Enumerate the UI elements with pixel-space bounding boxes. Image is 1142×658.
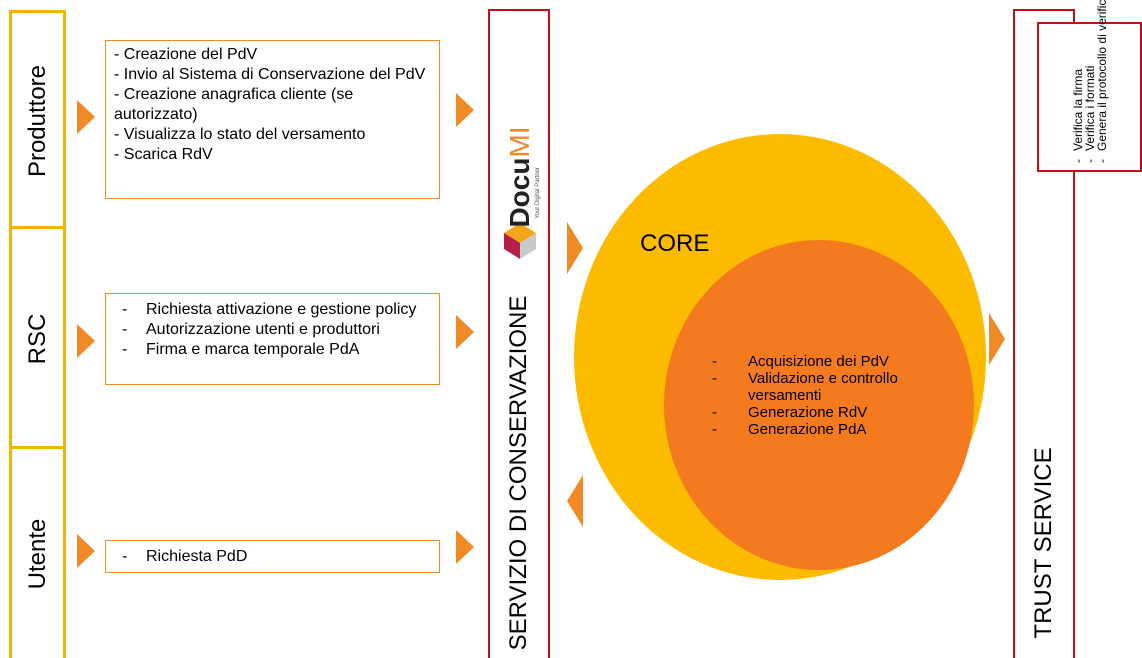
- rsc-activities-box: - Richiesta attivazione e gestione policy…: [105, 293, 440, 385]
- arrow-rsc-to-box: [77, 324, 95, 358]
- role-column-produttore: Produttore: [9, 10, 66, 228]
- trust-service-functions-box: -Verifica la firma -Verifica i formati -…: [1037, 0, 1142, 172]
- role-label-utente: Utente: [23, 518, 51, 589]
- arrow-rsc-to-conservazione: [456, 315, 474, 349]
- bullet-dash: -: [122, 548, 128, 565]
- produttore-activity: - Scarica RdV: [114, 146, 213, 163]
- documi-logo-main: Docu: [504, 157, 535, 228]
- role-column-rsc: RSC: [9, 226, 66, 448]
- bullet-dash: -: [1070, 159, 1085, 163]
- bullet-dash: -: [712, 370, 717, 387]
- trust-service-label: TRUST SERVICE: [1030, 447, 1057, 639]
- produttore-activity: - Creazione anagrafica cliente (se autor…: [114, 86, 354, 123]
- documi-tagline: Your Digital Partner: [535, 167, 541, 219]
- core-activity-text: Generazione RdV: [748, 404, 868, 421]
- bullet-dash: -: [1094, 159, 1109, 163]
- arrow-produttore-to-conservazione: [456, 93, 474, 127]
- core-activities-list: - Acquisizione dei PdV - Validazione e con…: [712, 353, 942, 438]
- arrow-conservazione-to-core: [567, 222, 583, 274]
- produttore-activity: - Visualizza lo stato del versamento: [114, 126, 366, 143]
- role-column-utente: Utente: [9, 446, 66, 658]
- core-inner-circle: - Acquisizione dei PdV - Validazione e con…: [664, 240, 974, 570]
- documi-logo-accent: MI: [504, 126, 535, 158]
- conservazione-column: SERVIZIO DI CONSERVAZIONE DocuMI Your Di…: [488, 9, 550, 658]
- core-activity-text: Generazione PdA: [748, 421, 867, 438]
- produttore-activities-box: - Creazione del PdV - Invio al Sistema d…: [105, 40, 440, 199]
- utente-activity: - Richiesta PdD: [110, 547, 435, 567]
- utente-activity-text: Richiesta PdD: [146, 548, 248, 565]
- core-activity-text: Acquisizione dei PdV: [748, 353, 889, 370]
- bullet-dash: -: [712, 404, 717, 421]
- trust-function: -Verifica la firma: [1070, 31, 1085, 163]
- rsc-activity-text: Autorizzazione utenti e produttori: [146, 321, 380, 338]
- bullet-dash: -: [122, 321, 128, 338]
- trust-function: - Genera il protocollo di verifica firma: [1094, 0, 1109, 163]
- core-activity: - Validazione e controllo versamenti: [712, 370, 942, 404]
- arrow-core-to-trust: [989, 313, 1005, 365]
- rsc-activity: - Firma e marca temporale PdA: [110, 340, 435, 360]
- bullet-dash: -: [122, 341, 128, 358]
- rsc-activity: - Autorizzazione utenti e produttori: [110, 320, 435, 340]
- core-activity-text: Validazione e controllo versamenti: [748, 370, 898, 404]
- bullet-dash: -: [122, 301, 128, 318]
- role-label-rsc: RSC: [23, 313, 51, 364]
- documi-logo-mark-icon: [504, 223, 536, 259]
- rsc-activity-text: Firma e marca temporale PdA: [146, 341, 360, 358]
- arrow-core-to-conservazione: [567, 475, 583, 527]
- conservazione-label: SERVIZIO DI CONSERVAZIONE: [505, 295, 532, 651]
- bullet-dash: -: [1082, 159, 1097, 163]
- trust-functions-list: -Verifica la firma -Verifica i formati -…: [1070, 0, 1109, 163]
- rsc-activity-text: Richiesta attivazione e gestione policy: [146, 301, 417, 318]
- trust-service-column: TRUST SERVICE: [1013, 9, 1075, 658]
- produttore-activity: - Creazione del PdV: [114, 46, 258, 63]
- core-activity: - Generazione RdV: [712, 404, 942, 421]
- trust-function: -Verifica i formati: [1082, 31, 1097, 163]
- documi-logo-text: DocuMI: [504, 126, 536, 227]
- core-label: CORE: [640, 230, 710, 257]
- utente-activities-box: - Richiesta PdD: [105, 540, 440, 573]
- core-activity: - Acquisizione dei PdV: [712, 353, 942, 370]
- arrow-utente-to-conservazione: [456, 530, 474, 564]
- rsc-activity: - Richiesta attivazione e gestione policy: [110, 300, 435, 320]
- role-label-produttore: Produttore: [23, 64, 51, 177]
- arrow-utente-to-box: [77, 534, 95, 568]
- arrow-produttore-to-box: [77, 100, 95, 134]
- trust-function-text: Genera il protocollo di verifica firma: [1094, 0, 1109, 151]
- bullet-dash: -: [712, 353, 717, 370]
- documi-logo: DocuMI Your Digital Partner: [500, 126, 541, 263]
- produttore-activity: - Invio al Sistema di Conservazione del …: [114, 66, 426, 83]
- bullet-dash: -: [712, 421, 717, 438]
- core-activity: - Generazione PdA: [712, 421, 942, 438]
